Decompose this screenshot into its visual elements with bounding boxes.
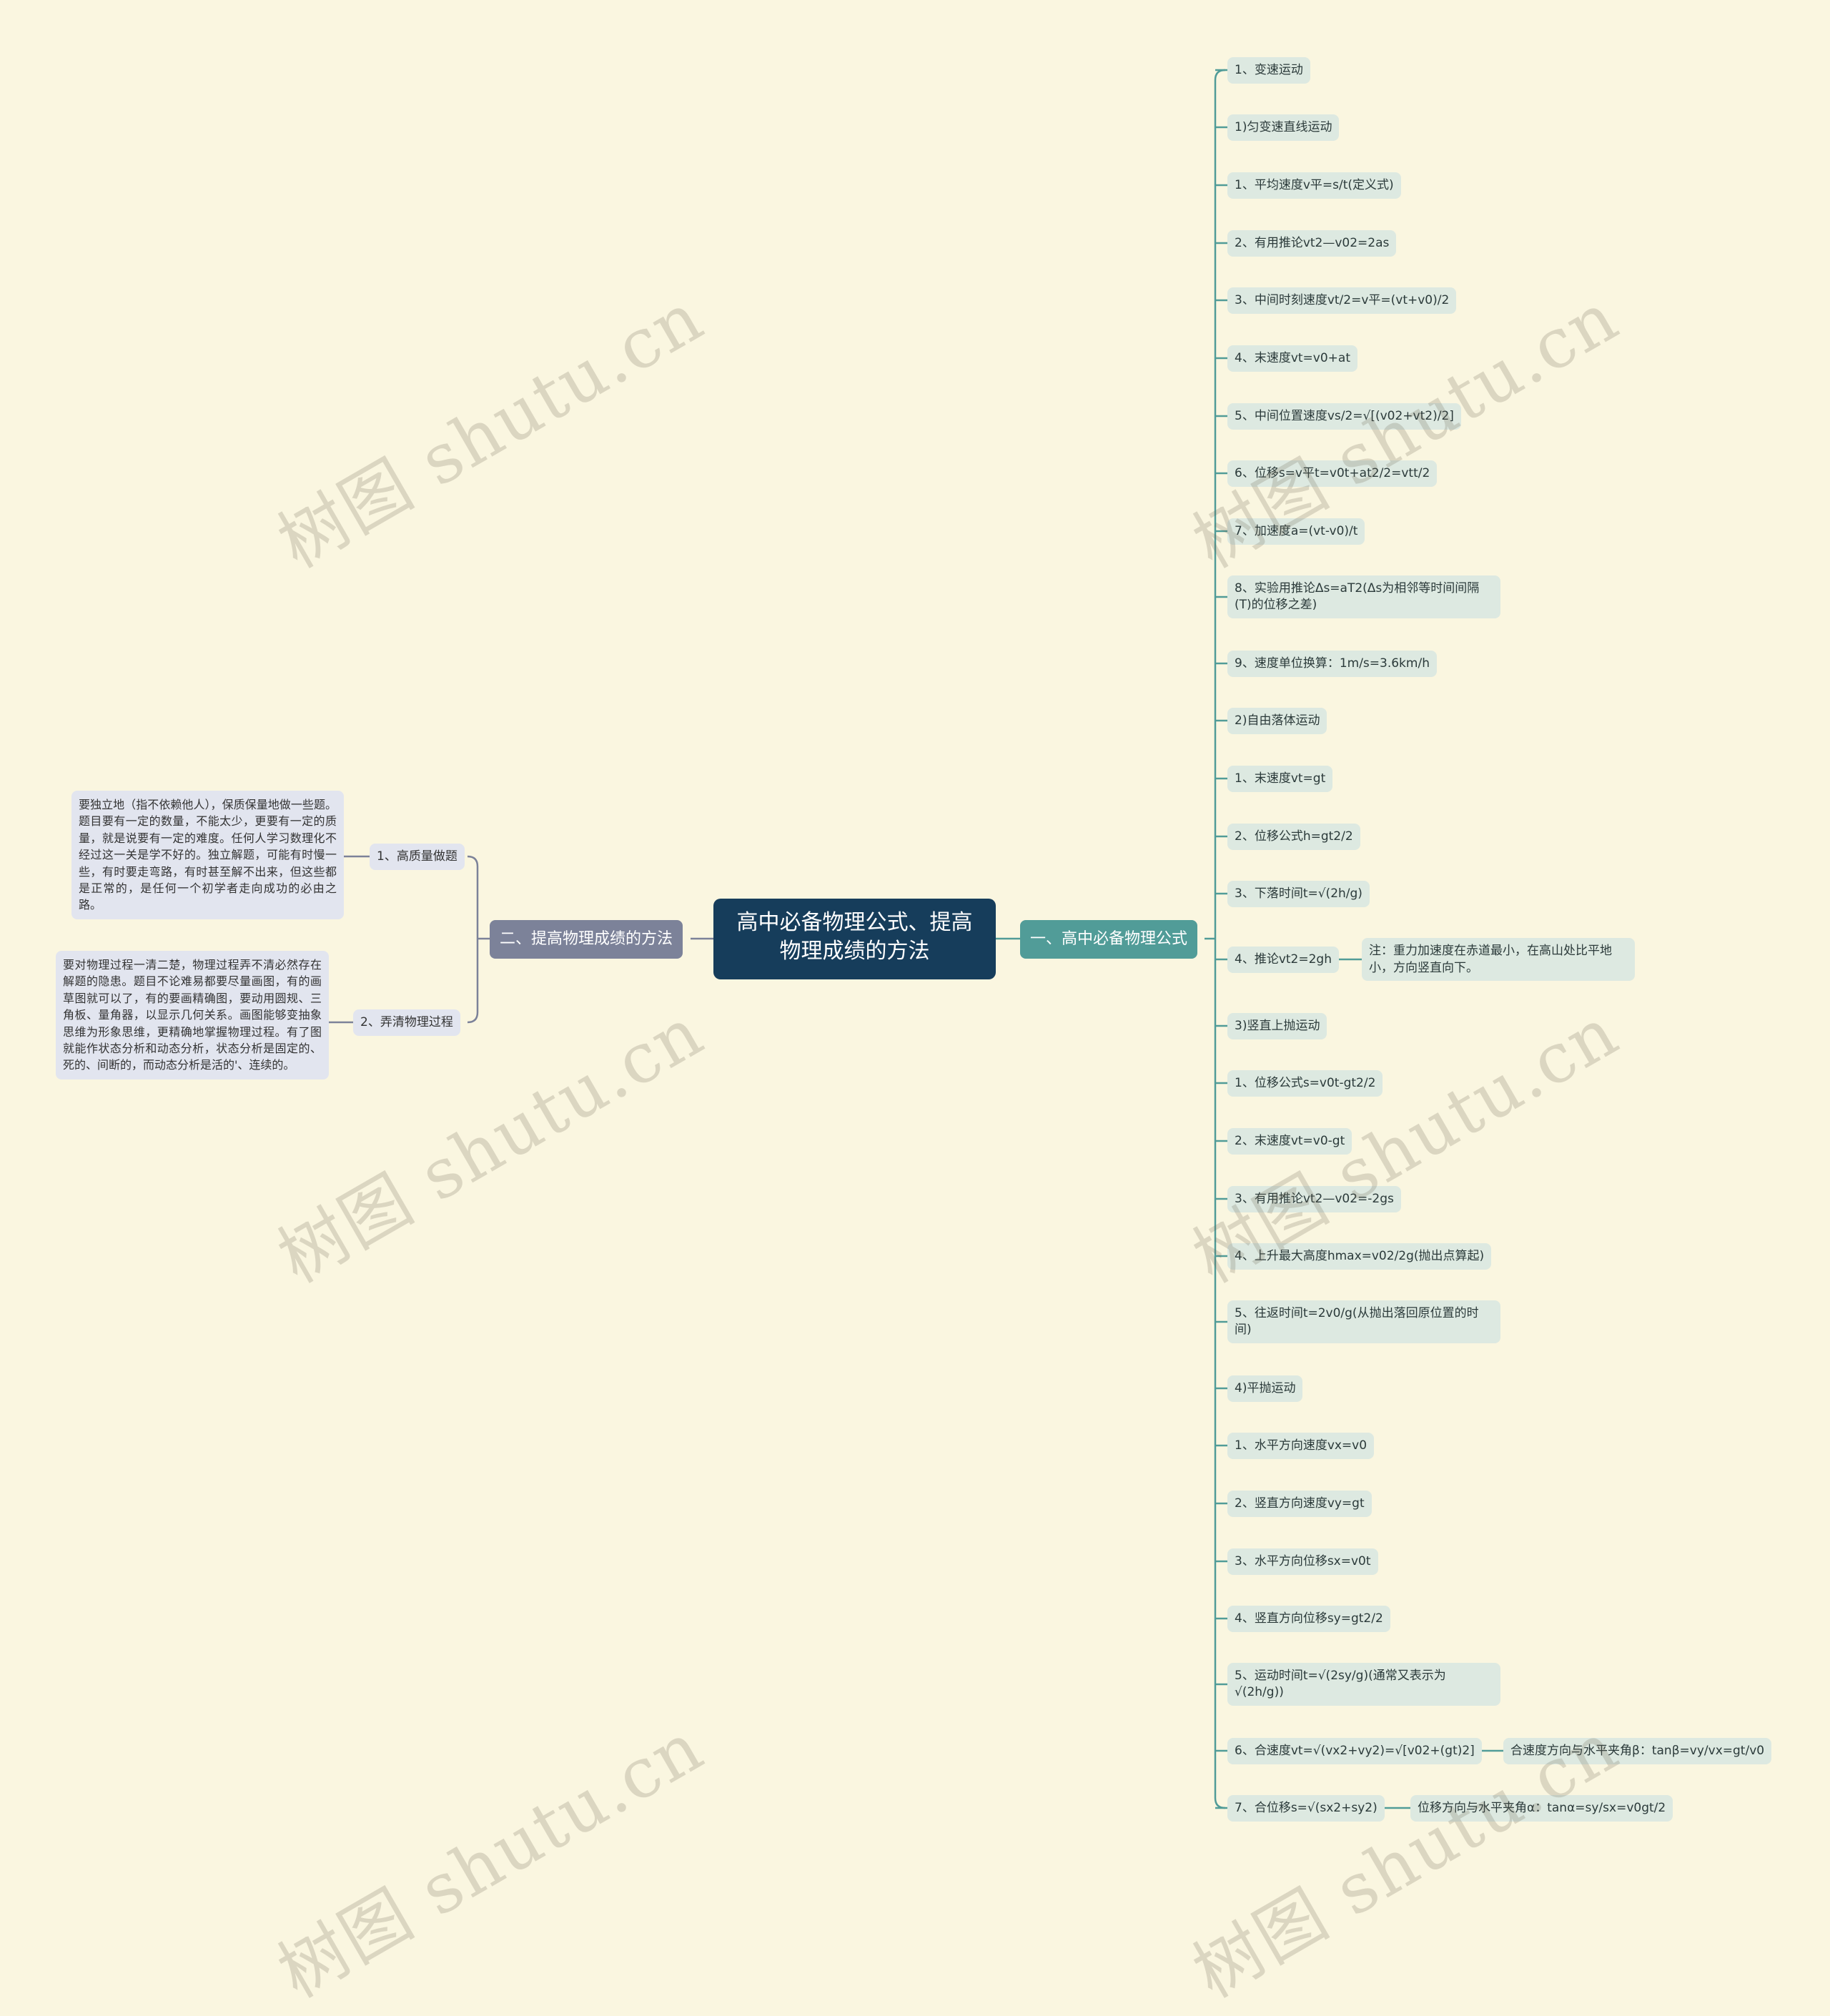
- formula-item-label: 1、位移公式s=v0t-gt2/2: [1235, 1076, 1376, 1090]
- method-note-physical-process[interactable]: 要对物理过程一清二楚，物理过程弄不清必然存在解题的隐患。题目不论难易都要尽量画图…: [56, 951, 329, 1079]
- formula-item[interactable]: 1、变速运动: [1227, 57, 1310, 84]
- watermark: 树图 shutu.cn: [265, 277, 717, 584]
- formula-item[interactable]: 3、下落时间t=√(2h/g): [1227, 881, 1370, 907]
- formula-item-label: 1、变速运动: [1235, 63, 1303, 77]
- note-angle-beta[interactable]: 合速度方向与水平夹角β：tanβ=vy/vx=gt/v0: [1503, 1738, 1772, 1764]
- note-angle-alpha-label: 位移方向与水平夹角α：tanα=sy/sx=v0gt/2: [1418, 1801, 1666, 1815]
- formula-item-label: 2、末速度vt=v0-gt: [1235, 1134, 1345, 1148]
- formula-item[interactable]: 9、速度单位换算：1m/s=3.6km/h: [1227, 651, 1437, 677]
- formula-item[interactable]: 5、往返时间t=2v0/g(从抛出落回原位置的时间): [1227, 1300, 1500, 1343]
- note-angle-beta-label: 合速度方向与水平夹角β：tanβ=vy/vx=gt/v0: [1510, 1744, 1765, 1758]
- formula-item[interactable]: 4、末速度vt=v0+at: [1227, 345, 1357, 372]
- formula-item[interactable]: 3)竖直上抛运动: [1227, 1013, 1327, 1039]
- branch-study-methods-label: 二、提高物理成绩的方法: [500, 930, 673, 948]
- formula-item[interactable]: 2)自由落体运动: [1227, 708, 1327, 734]
- formula-item[interactable]: 4)平抛运动: [1227, 1375, 1303, 1402]
- formula-item-label: 7、加速度a=(vt-v0)/t: [1235, 524, 1358, 538]
- method-note-text: 要对物理过程一清二楚，物理过程弄不清必然存在解题的隐患。题目不论难易都要尽量画图…: [63, 958, 322, 1072]
- formula-item[interactable]: 2、有用推论vt2—v02=2as: [1227, 230, 1397, 257]
- note-angle-alpha[interactable]: 位移方向与水平夹角α：tanα=sy/sx=v0gt/2: [1410, 1795, 1673, 1822]
- formula-item-label: 3、中间时刻速度vt/2=v平=(vt+v0)/2: [1235, 293, 1450, 307]
- method-note-quality-practice[interactable]: 要独立地（指不依赖他人），保质保量地做一些题。题目要有一定的数量，不能太少，更要…: [71, 791, 344, 919]
- formula-item[interactable]: 3、有用推论vt2—v02=-2gs: [1227, 1186, 1401, 1212]
- formula-item-label: 4、末速度vt=v0+at: [1235, 351, 1350, 365]
- method-item-label: 2、弄清物理过程: [360, 1015, 453, 1029]
- formula-item[interactable]: 2、末速度vt=v0-gt: [1227, 1128, 1352, 1155]
- formula-item-label: 4、竖直方向位移sy=gt2/2: [1235, 1611, 1383, 1626]
- formula-item-label: 2、位移公式h=gt2/2: [1235, 829, 1353, 844]
- formula-item-label: 6、位移s=v平t=v0t+at2/2=vtt/2: [1235, 466, 1430, 480]
- formula-item[interactable]: 1)匀变速直线运动: [1227, 114, 1340, 141]
- formula-item-label: 1)匀变速直线运动: [1235, 120, 1332, 134]
- formula-item-label: 3、有用推论vt2—v02=-2gs: [1235, 1192, 1394, 1206]
- note-gravity[interactable]: 注：重力加速度在赤道最小，在高山处比平地小，方向竖直向下。: [1362, 938, 1635, 981]
- formula-item[interactable]: 5、运动时间t=√(2sy/g)(通常又表示为√(2h/g)): [1227, 1663, 1500, 1706]
- root-topic-label: 高中必备物理公式、提高物理成绩的方法: [736, 910, 973, 964]
- formula-item-label: 4、上升最大高度hmax=v02/2g(抛出点算起): [1235, 1249, 1485, 1263]
- formula-item[interactable]: 1、末速度vt=gt: [1227, 766, 1333, 792]
- branch-physics-formulas-label: 一、高中必备物理公式: [1030, 930, 1188, 948]
- method-note-text: 要独立地（指不依赖他人），保质保量地做一些题。题目要有一定的数量，不能太少，更要…: [79, 798, 337, 912]
- formula-item[interactable]: 4、上升最大高度hmax=v02/2g(抛出点算起): [1227, 1243, 1492, 1270]
- formula-item[interactable]: 3、中间时刻速度vt/2=v平=(vt+v0)/2: [1227, 287, 1457, 314]
- method-item-quality-practice[interactable]: 1、高质量做题: [370, 844, 465, 870]
- formula-item-label: 5、运动时间t=√(2sy/g)(通常又表示为√(2h/g)): [1235, 1669, 1446, 1699]
- formula-item[interactable]: 1、位移公式s=v0t-gt2/2: [1227, 1070, 1383, 1097]
- formula-item-label: 1、平均速度v平=s/t(定义式): [1235, 178, 1394, 192]
- formula-item[interactable]: 7、合位移s=√(sx2+sy2): [1227, 1795, 1385, 1822]
- note-gravity-label: 注：重力加速度在赤道最小，在高山处比平地小，方向竖直向下。: [1369, 944, 1612, 975]
- formula-item-label: 1、末速度vt=gt: [1235, 771, 1326, 786]
- root-topic[interactable]: 高中必备物理公式、提高物理成绩的方法: [713, 899, 996, 979]
- formula-item[interactable]: 4、推论vt2=2gh: [1227, 947, 1339, 973]
- formula-item-label: 4)平抛运动: [1235, 1381, 1296, 1395]
- formula-item-label: 3)竖直上抛运动: [1235, 1019, 1320, 1033]
- formula-item[interactable]: 1、平均速度v平=s/t(定义式): [1227, 172, 1401, 199]
- formula-item-label: 3、下落时间t=√(2h/g): [1235, 886, 1362, 901]
- formula-item[interactable]: 8、实验用推论Δs=aT2(Δs为相邻等时间间隔(T)的位移之差): [1227, 575, 1500, 618]
- method-item-label: 1、高质量做题: [377, 849, 458, 864]
- formula-item[interactable]: 7、加速度a=(vt-v0)/t: [1227, 518, 1365, 545]
- formula-item[interactable]: 4、竖直方向位移sy=gt2/2: [1227, 1606, 1390, 1632]
- formula-item-label: 2、有用推论vt2—v02=2as: [1235, 236, 1390, 250]
- formula-item-label: 2、竖直方向速度vy=gt: [1235, 1496, 1365, 1511]
- watermark: 树图 shutu.cn: [265, 1706, 717, 2014]
- formula-item-label: 5、中间位置速度vs/2=√[(v02+vt2)/2]: [1235, 409, 1454, 423]
- formula-item[interactable]: 6、合速度vt=√(vx2+vy2)=√[v02+(gt)2]: [1227, 1738, 1482, 1764]
- formula-item[interactable]: 6、位移s=v平t=v0t+at2/2=vtt/2: [1227, 460, 1438, 487]
- formula-item-label: 1、水平方向速度vx=v0: [1235, 1438, 1367, 1453]
- formula-item[interactable]: 1、水平方向速度vx=v0: [1227, 1433, 1375, 1459]
- method-item-physical-process[interactable]: 2、弄清物理过程: [353, 1009, 460, 1036]
- branch-physics-formulas[interactable]: 一、高中必备物理公式: [1020, 920, 1198, 959]
- formula-item[interactable]: 2、竖直方向速度vy=gt: [1227, 1491, 1372, 1517]
- formula-item-label: 6、合速度vt=√(vx2+vy2)=√[v02+(gt)2]: [1235, 1744, 1475, 1758]
- formula-item-label: 2)自由落体运动: [1235, 713, 1320, 728]
- mindmap-canvas: 高中必备物理公式、提高物理成绩的方法 一、高中必备物理公式 1、变速运动 1)匀…: [56, 57, 1772, 2013]
- formula-item[interactable]: 2、位移公式h=gt2/2: [1227, 824, 1360, 850]
- formula-item[interactable]: 5、中间位置速度vs/2=√[(v02+vt2)/2]: [1227, 403, 1461, 430]
- formula-item[interactable]: 3、水平方向位移sx=v0t: [1227, 1548, 1378, 1575]
- formula-item-label: 9、速度单位换算：1m/s=3.6km/h: [1235, 656, 1430, 671]
- formula-item-label: 4、推论vt2=2gh: [1235, 952, 1332, 967]
- formula-item-label: 7、合位移s=√(sx2+sy2): [1235, 1801, 1378, 1815]
- formula-item-label: 8、实验用推论Δs=aT2(Δs为相邻等时间间隔(T)的位移之差): [1235, 581, 1480, 612]
- formula-item-label: 3、水平方向位移sx=v0t: [1235, 1554, 1371, 1568]
- branch-study-methods[interactable]: 二、提高物理成绩的方法: [490, 920, 683, 959]
- formula-item-label: 5、往返时间t=2v0/g(从抛出落回原位置的时间): [1235, 1306, 1479, 1337]
